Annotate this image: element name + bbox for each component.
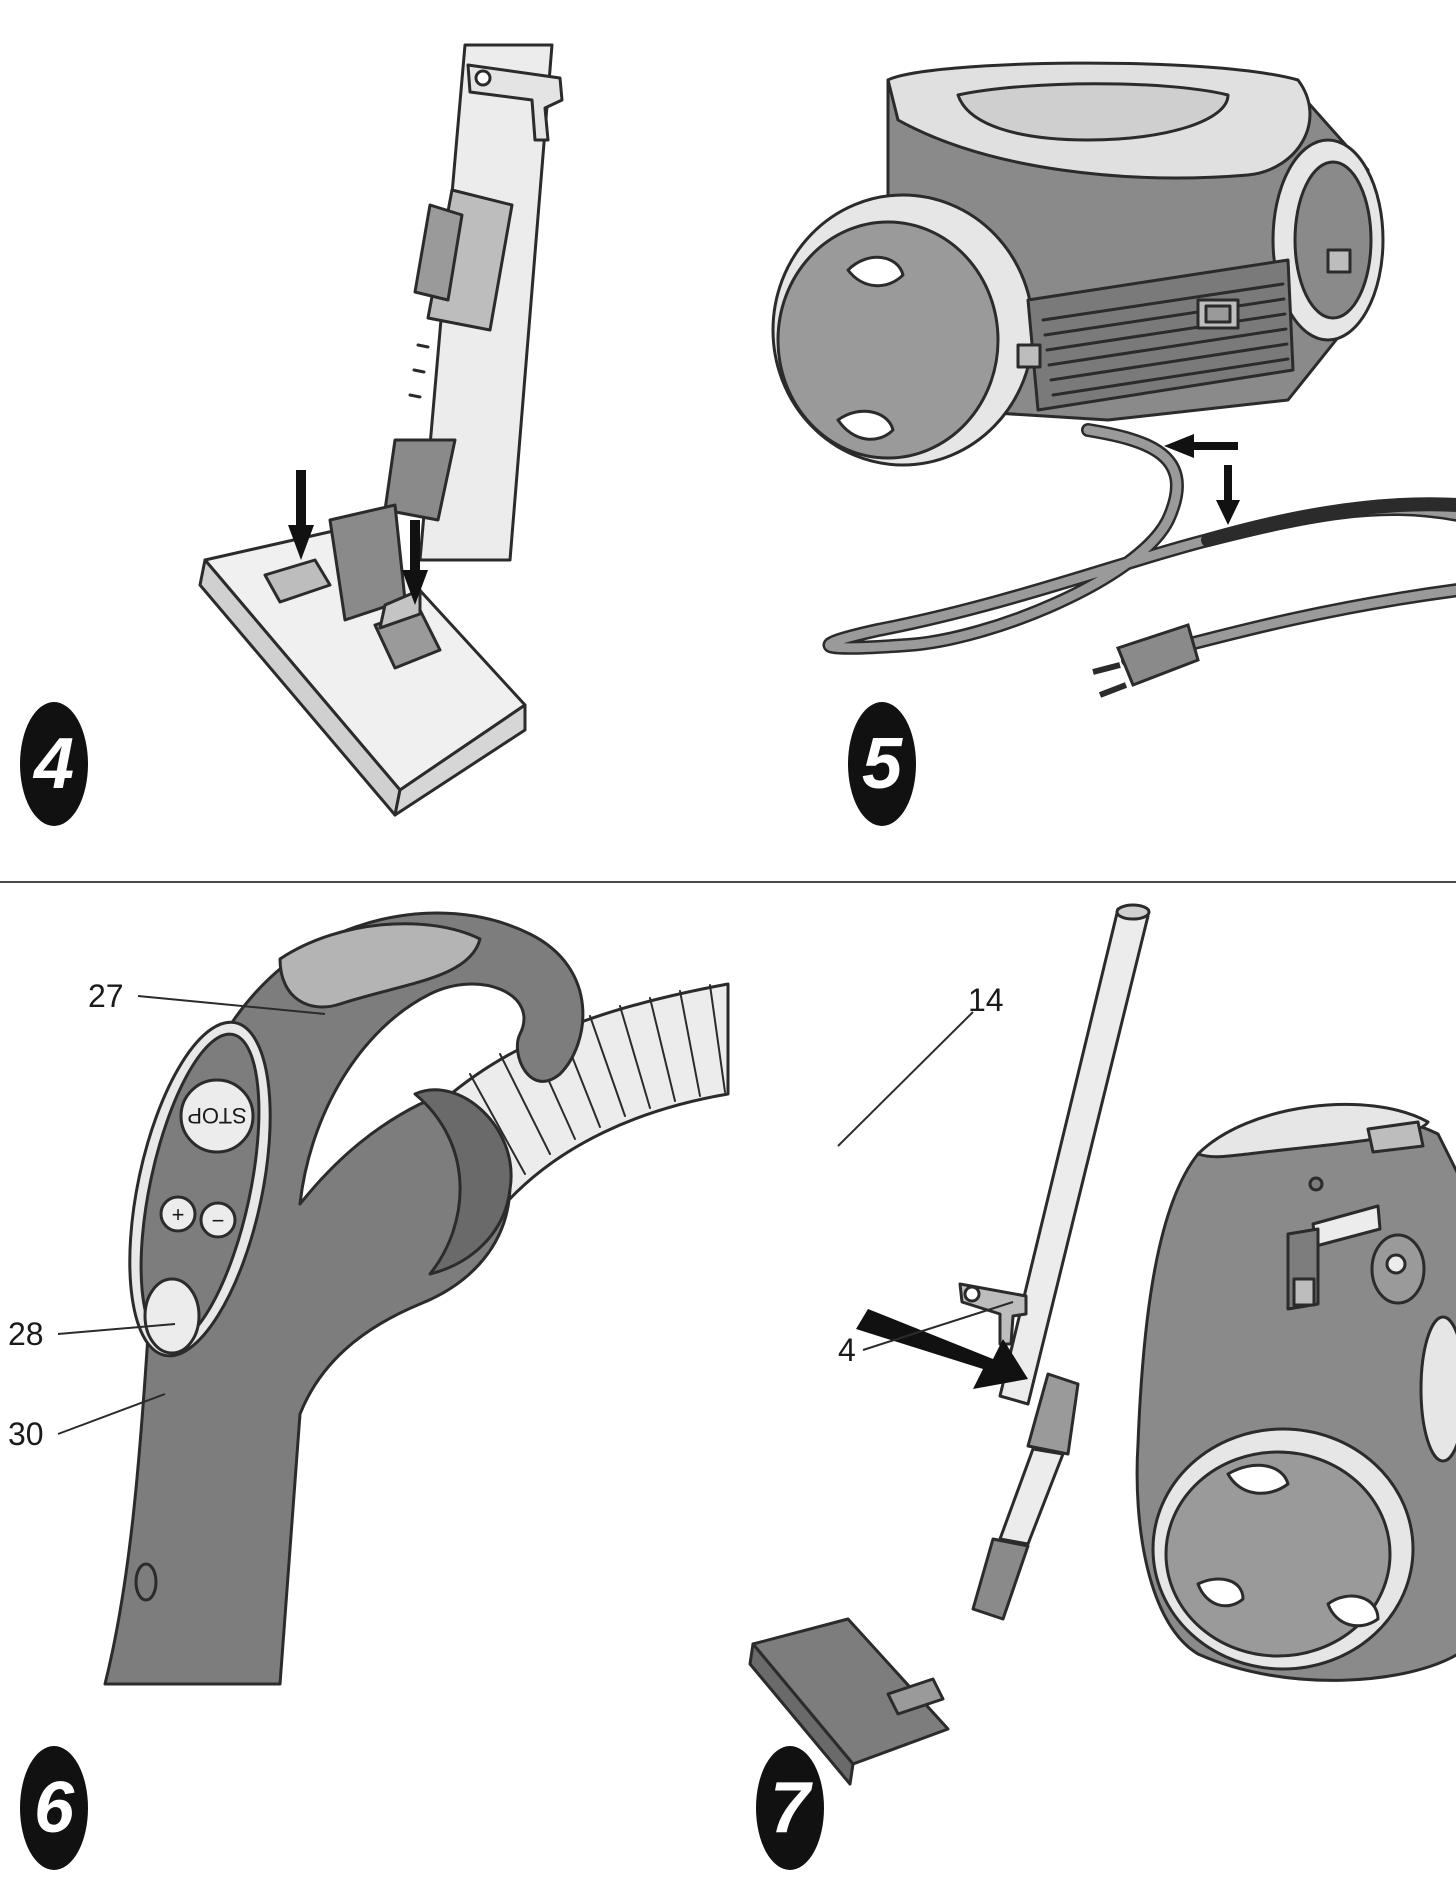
cord-rewind-drawing bbox=[771, 61, 1456, 698]
step-6-badge: 6 bbox=[18, 1744, 90, 1872]
step-7-number: 7 bbox=[769, 1768, 811, 1848]
step-6-illustration: STOP + − 27 28 30 6 bbox=[0, 884, 730, 1887]
power-plug bbox=[1092, 623, 1200, 698]
insertion-arrow bbox=[856, 1309, 1028, 1389]
plus-button-label: + bbox=[172, 1202, 185, 1227]
minus-button-label: − bbox=[212, 1208, 225, 1233]
hose-handle-drawing: STOP + − bbox=[57, 911, 730, 1686]
callout-4-parking-slot: 4 bbox=[838, 1332, 856, 1368]
tube-parking-drawing bbox=[748, 903, 1456, 1786]
cord-marker-arrows bbox=[1164, 434, 1240, 525]
step-6-number: 6 bbox=[33, 1768, 75, 1848]
step-4-badge: 4 bbox=[18, 700, 90, 828]
callout-leaders-step-6 bbox=[57, 995, 326, 1435]
step-7-illustration: 14 4 7 bbox=[728, 884, 1456, 1887]
step-5-badge: 5 bbox=[846, 700, 918, 828]
step-4-number: 4 bbox=[33, 724, 75, 804]
callout-leaders-step-7 bbox=[837, 1011, 1014, 1351]
step-7-badge: 7 bbox=[754, 1744, 826, 1872]
floor-nozzle-tube-drawing bbox=[198, 43, 564, 817]
stop-button-label: STOP bbox=[187, 1103, 247, 1128]
push-arrows bbox=[288, 470, 428, 605]
callout-30-suction-button: 30 bbox=[8, 1416, 44, 1452]
callout-28-control-panel: 28 bbox=[8, 1316, 44, 1352]
section-divider bbox=[0, 881, 1456, 883]
callout-27-handle-grip: 27 bbox=[88, 978, 124, 1014]
callout-14-tube-clip: 14 bbox=[968, 982, 1004, 1018]
step-5-illustration: 5 bbox=[728, 0, 1456, 880]
step-4-illustration: 4 bbox=[0, 0, 728, 880]
step-5-number: 5 bbox=[861, 724, 903, 804]
